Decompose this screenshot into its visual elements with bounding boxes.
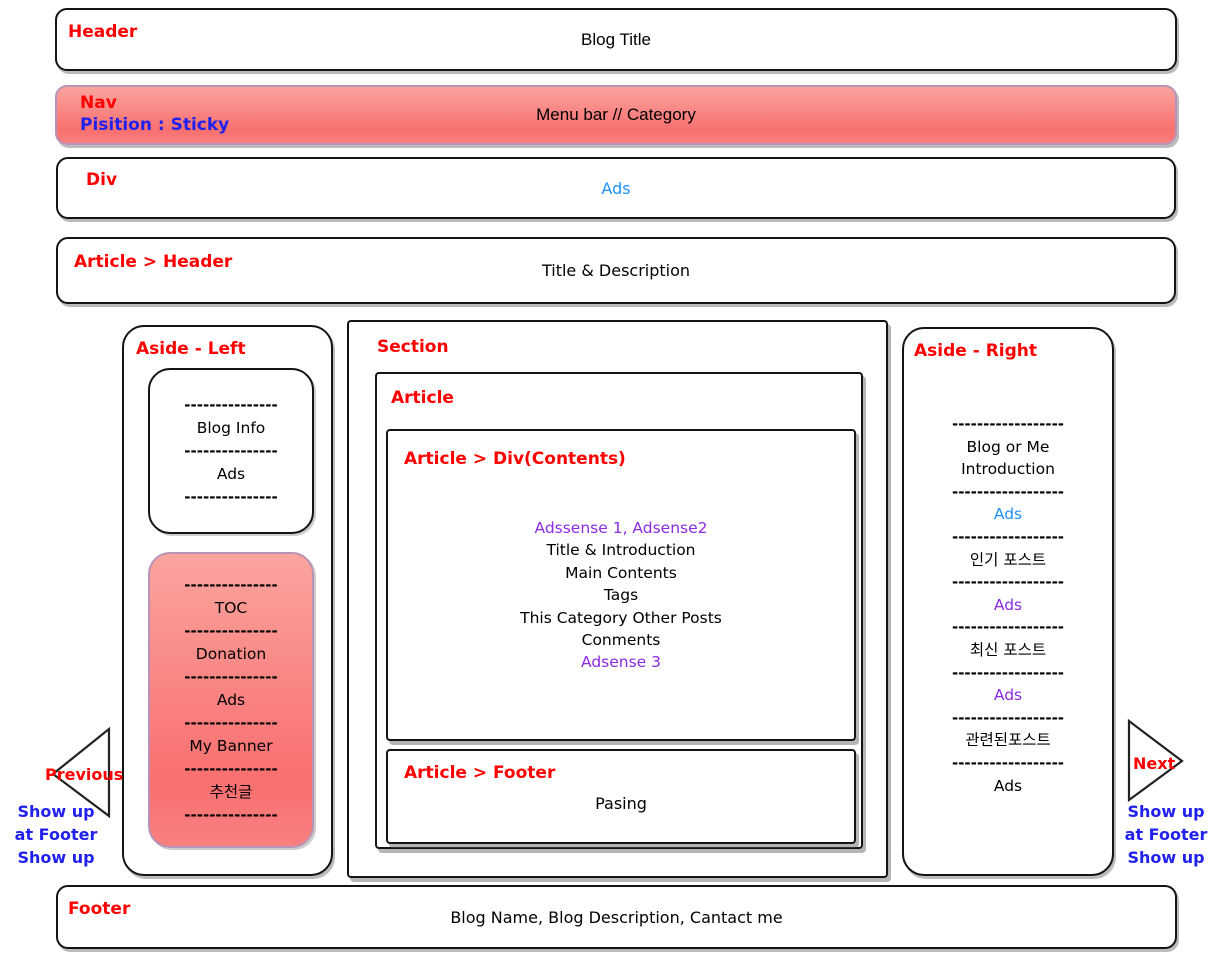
list-item: Ads (216, 464, 246, 483)
divider: --------------- (184, 759, 278, 778)
divider: ------------------ (951, 708, 1065, 727)
divider: --------------- (184, 575, 278, 594)
blog-title: Blog Title (581, 29, 651, 49)
section-article: Article Article > Div(Contents) Adssense… (375, 372, 863, 849)
ads-div-content: Ads (601, 178, 631, 198)
previous-note: Show up at Footer Show up (14, 802, 98, 867)
divider: ------------------ (951, 482, 1065, 501)
ads-div-label: Div (86, 170, 118, 190)
content-line: Main Contents (565, 563, 677, 582)
list-item: Introduction (961, 460, 1055, 479)
list-item: Ads (216, 690, 246, 709)
content-line: Adsense 3 (580, 653, 661, 672)
nav-position-note: Pisition : Sticky (80, 115, 230, 135)
content-line: Adssense 1, Adsense2 (534, 519, 708, 537)
footer-label: Footer (68, 899, 131, 919)
article-header-label: Article > Header (74, 252, 233, 272)
next-note: Show up at Footer Show up (1124, 802, 1208, 867)
footer-row: Footer Blog Name, Blog Description, Cant… (56, 885, 1177, 949)
previous-arrow-icon (51, 727, 111, 819)
aside-left-info-list: --------------- Blog Info --------------… (150, 370, 312, 532)
aside-left-widgets-box: --------------- TOC --------------- Dona… (148, 552, 314, 848)
divider: --------------- (184, 395, 278, 414)
aside-right-label: Aside - Right (914, 341, 1038, 361)
nav-title: Menu bar // Category (536, 105, 696, 124)
list-item: 인기 포스트 (969, 550, 1047, 569)
list-item: 최신 포스트 (969, 640, 1047, 659)
list-item: TOC (214, 598, 248, 617)
header-row: Header Blog Title (55, 8, 1177, 71)
content-line: Title & Introduction (546, 541, 696, 560)
divider: --------------- (184, 487, 278, 506)
divider: ------------------ (951, 618, 1065, 637)
nav-row: Nav Pisition : Sticky Menu bar // Catego… (55, 85, 1177, 145)
next-arrow-icon (1127, 719, 1184, 803)
article-header-row: Article > Header Title & Description (56, 237, 1176, 304)
previous-label: Previous (45, 765, 124, 784)
aside-left: Aside - Left --------------- Blog Info -… (122, 325, 333, 876)
content-line: This Category Other Posts (520, 608, 722, 627)
nav-label: Nav (80, 93, 117, 113)
divider: --------------- (184, 713, 278, 732)
list-item: 관련된포스트 (965, 731, 1051, 750)
ads-item: Ads (993, 505, 1023, 524)
article-footer-box: Article > Footer Pasing (386, 749, 856, 844)
divider: ------------------ (951, 663, 1065, 682)
aside-right: Aside - Right ------------------ Blog or… (902, 327, 1114, 876)
ads-item: Ads (993, 595, 1023, 614)
ads-item: Ads (993, 686, 1023, 705)
article-footer-content: Pasing (595, 794, 647, 813)
article-contents-box: Article > Div(Contents) Adssense 1, Adse… (386, 429, 856, 741)
section-label: Section (377, 337, 449, 357)
list-item: Blog or Me (966, 437, 1050, 456)
divider: --------------- (184, 621, 278, 640)
divider: --------------- (184, 805, 278, 824)
article-contents-label: Article > Div(Contents) (404, 449, 626, 469)
next-label: Next (1133, 754, 1176, 773)
ads-div-row: Div Ads (56, 157, 1176, 219)
aside-left-label: Aside - Left (136, 339, 246, 359)
header-label: Header (68, 22, 138, 42)
divider: ------------------ (951, 753, 1065, 772)
footer-content: Blog Name, Blog Description, Cantact me (450, 907, 783, 927)
divider: --------------- (184, 667, 278, 686)
article-header-content: Title & Description (541, 261, 691, 280)
aside-left-widgets-list: --------------- TOC --------------- Dona… (150, 554, 312, 846)
divider: ------------------ (951, 527, 1065, 546)
article-label: Article (391, 388, 454, 408)
list-item: My Banner (189, 736, 273, 755)
aside-left-info-box: --------------- Blog Info --------------… (148, 368, 314, 534)
list-item: Blog Info (196, 418, 266, 437)
list-item: 추천글 (209, 782, 253, 801)
aside-right-list: ------------------ Blog or Me Introducti… (904, 413, 1112, 797)
content-line: Conments (581, 631, 661, 650)
section: Section Article Article > Div(Contents) … (347, 320, 888, 878)
ads-item: Ads (993, 776, 1023, 795)
article-contents-lines: Adssense 1, Adsense2 Title & Introductio… (388, 517, 854, 674)
list-item: Donation (195, 644, 267, 663)
article-footer-label: Article > Footer (404, 763, 556, 783)
divider: ------------------ (951, 573, 1065, 592)
divider: --------------- (184, 441, 278, 460)
content-line: Tags (603, 586, 639, 605)
divider: ------------------ (951, 415, 1065, 433)
